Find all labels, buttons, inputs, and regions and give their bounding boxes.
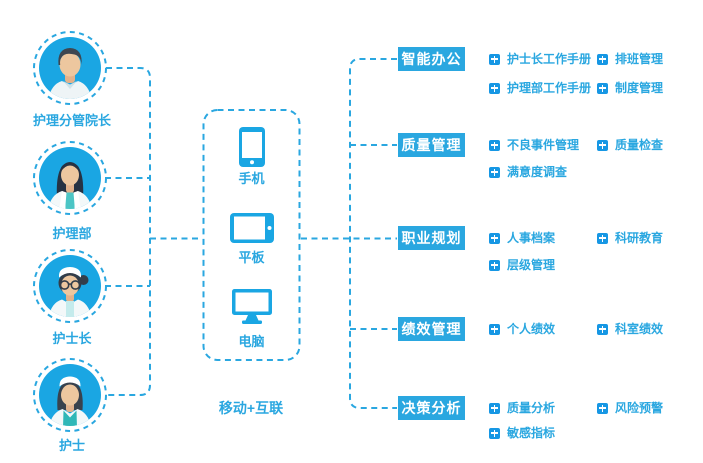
bangs <box>60 163 80 172</box>
face <box>59 52 81 77</box>
role-label-director: 护理分管院长 <box>32 113 111 128</box>
avatar-nursing-director <box>31 29 109 107</box>
category-performance: 绩效管理 <box>398 317 465 341</box>
feature-label: 满意度调查 <box>507 164 568 179</box>
nurse-cap <box>59 376 81 387</box>
left-spine-line <box>106 67 151 396</box>
hub-caption: 移动+互联 <box>218 400 284 416</box>
feature-item: 质量检查 <box>597 137 663 154</box>
feature-label: 敏感指标 <box>507 425 556 440</box>
desktop-icon <box>232 289 272 324</box>
plus-icon <box>597 232 608 244</box>
plus-icon <box>489 232 500 244</box>
plus-icon <box>489 323 500 335</box>
inner-shirt <box>65 192 75 209</box>
plus-icon <box>597 82 608 94</box>
role-label-head-nurse: 护士长 <box>52 331 92 346</box>
feature-item: 护理部工作手册 <box>489 80 591 97</box>
feature-label: 科研教育 <box>615 230 664 245</box>
feature-item: 个人绩效 <box>489 321 555 338</box>
plus-icon <box>597 139 608 151</box>
feature-label: 个人绩效 <box>507 321 556 336</box>
feature-item: 风险预警 <box>597 400 663 417</box>
hair <box>58 48 82 65</box>
feature-item: 层级管理 <box>489 257 555 274</box>
plus-icon <box>489 53 500 65</box>
category-decision: 决策分析 <box>398 396 465 420</box>
plus-icon <box>489 166 500 178</box>
feature-label: 护理部工作手册 <box>507 80 592 95</box>
feature-item: 制度管理 <box>597 80 663 97</box>
devices-hub: 手机 平板 电脑 <box>203 110 300 360</box>
feature-item: 人事档案 <box>489 230 555 247</box>
feature-item: 不良事件管理 <box>489 137 579 154</box>
feature-label: 科室绩效 <box>615 321 664 336</box>
feature-item: 满意度调查 <box>489 164 567 181</box>
feature-label: 层级管理 <box>507 257 556 272</box>
category-quality-mgmt: 质量管理 <box>398 133 465 157</box>
plus-icon <box>489 82 500 94</box>
feature-item: 科研教育 <box>597 230 663 247</box>
feature-item: 质量分析 <box>489 400 555 417</box>
avatar-head-nurse <box>31 247 109 325</box>
inner-shirt <box>66 301 74 317</box>
tablet-icon <box>230 213 274 243</box>
feature-item: 护士长工作手册 <box>489 51 591 68</box>
feature-label: 制度管理 <box>615 80 664 95</box>
plus-icon <box>489 259 500 271</box>
face <box>61 164 79 186</box>
feature-label: 人事档案 <box>507 230 556 245</box>
inner-shirt <box>63 410 77 426</box>
smartphone-label: 手机 <box>238 171 265 186</box>
avatar-nurse <box>31 356 109 434</box>
feature-label: 风险预警 <box>615 400 664 415</box>
face <box>61 275 79 296</box>
plus-icon <box>489 402 500 414</box>
feature-item: 敏感指标 <box>489 425 555 442</box>
role-label-nurse: 护士 <box>58 438 85 453</box>
category-career-planning: 职业规划 <box>398 226 465 250</box>
feature-label: 质量分析 <box>507 400 556 415</box>
nurse-cap <box>58 267 82 278</box>
avatar-nursing-department <box>31 139 109 217</box>
hub-dashed-box <box>202 109 301 361</box>
plus-icon <box>489 427 500 439</box>
feature-item: 排班管理 <box>597 51 663 68</box>
feature-label: 排班管理 <box>615 51 664 66</box>
plus-icon <box>597 53 608 65</box>
plus-icon <box>597 402 608 414</box>
face <box>61 384 79 406</box>
category-smart-office: 智能办公 <box>398 47 465 71</box>
right-spine-line <box>349 58 397 409</box>
plus-icon <box>489 139 500 151</box>
feature-label: 不良事件管理 <box>507 137 580 152</box>
tablet-label: 平板 <box>238 250 265 265</box>
shirt <box>48 81 92 99</box>
feature-item: 科室绩效 <box>597 321 663 338</box>
role-label-department: 护理部 <box>52 226 92 241</box>
glasses <box>59 280 81 290</box>
plus-icon <box>597 323 608 335</box>
feature-label: 护士长工作手册 <box>507 51 592 66</box>
feature-label: 质量检查 <box>615 137 664 152</box>
smartphone-icon <box>239 127 265 167</box>
desktop-label: 电脑 <box>238 334 265 349</box>
